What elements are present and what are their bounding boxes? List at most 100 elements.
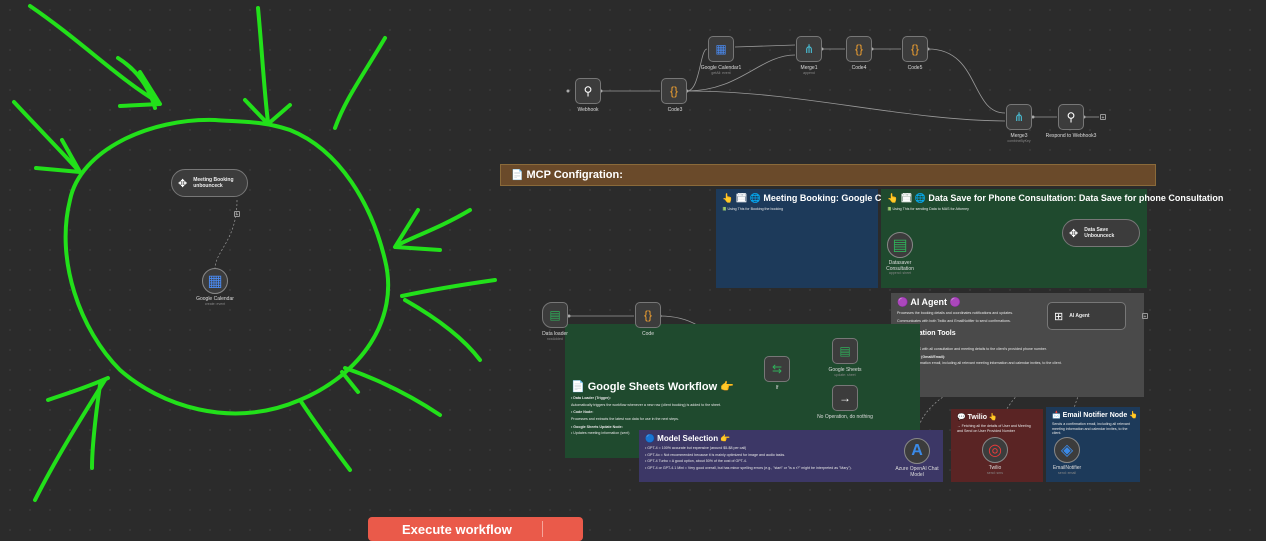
sticky-line: Sends a confirmation email, including al… [897,361,1062,366]
node-line: unbounceck [193,183,223,189]
add-node-plus-icon[interactable]: + [1100,114,1106,121]
respond-webhook3-node[interactable]: ⚲ [1058,104,1084,130]
node-line: Data Save [1084,226,1109,233]
azure-openai-chat-model-node[interactable]: A [904,438,930,464]
annotation-arrow [400,278,497,298]
annotation-arrow [243,98,292,126]
sticky-line: • GPT-4o = Not recommended because it is… [645,452,786,457]
edge-meeting-calendar [214,199,238,269]
node-label: Google Calendar [196,296,234,302]
sticky-ai-agent[interactable]: 🟣 AI Agent 🟣 Processes the booking detai… [891,293,1144,397]
arrow-right-icon: → [839,391,851,405]
sticky-title: 💬 Twilio 👆 [957,414,998,421]
add-node-plus-icon[interactable]: + [234,211,240,218]
if-node[interactable]: ⇆ [764,356,790,382]
edge-code3-calendar1 [686,48,708,92]
sticky-line: Sends a confirmation email, including al… [1052,422,1130,436]
sticky-title: 👆 🗓 🌐 Data Save for Phone Consultation: … [887,193,1224,203]
node-label: Webhook [577,107,599,113]
datasaver-consultation-node[interactable]: ▤ [887,232,913,258]
annotation-arrow [393,208,442,252]
node-sub: create: event [204,302,226,306]
webhook-node[interactable]: ⚲ [575,78,601,104]
email-notifier-node[interactable]: ◈ [1054,437,1080,463]
sticky-line: Automatically triggers the workflow when… [571,402,722,407]
node-label: EmailNotifier [1052,465,1082,471]
sticky-line: → Fetching all the details of User and M… [957,424,1031,433]
edge-calendar1-merge1 [734,44,796,48]
edge-code3-merge3 [686,90,1006,122]
webhook-icon: ⚲ [1066,110,1076,124]
no-operation-node[interactable]: → [832,385,858,411]
add-node-plus-icon[interactable]: + [1142,313,1148,320]
code-node[interactable]: {} [635,302,661,328]
annotation-arrow [403,298,482,362]
node-label: Code3 [667,107,683,113]
node-label: Twilio [988,465,1002,471]
code4-node[interactable]: {} [846,36,872,62]
annotation-arrow [116,56,157,110]
annotation-arrow [118,70,162,108]
node-label: Data loader [542,331,568,337]
sticky-line: • Data Loader (Trigger): [571,396,611,400]
sticky-line: Email Notifier (Gmail/Email): [897,354,946,359]
node-label: Merge1 [800,65,818,71]
annotation-arrow [256,6,270,124]
execute-workflow-button[interactable]: Execute workflow [368,517,583,541]
google-calendar-icon: ▦ [207,273,223,290]
annotation-arrow [333,36,387,130]
google-calendar-tool-node[interactable]: ▦ [202,268,228,294]
code5-node[interactable]: {} [902,36,928,62]
webhook-icon: ⚲ [583,84,593,98]
google-sheets-node[interactable]: ▤ [832,338,858,364]
sticky-line: Processes and extracts the latest row da… [571,417,679,422]
mcp-trigger-icon: ✥ [178,177,188,190]
annotation-arrow [12,100,80,172]
sticky-line: • Updates meeting information (sent) [571,431,630,436]
google-calendar1-node[interactable]: ▦ [708,36,734,62]
node-sub: getAll: event [711,71,731,75]
mcp-config-banner[interactable]: 📄 MCP Configration: [500,164,1156,186]
mcp-trigger-icon: ✥ [1069,227,1079,240]
google-sheets-icon: ▤ [839,344,851,358]
annotation-arrow [28,4,160,104]
document-icon: 📄 [511,170,524,181]
node-sub: update: sheet [834,373,856,377]
sticky-title: 📩 Email Notifier Node 👆 [1052,412,1138,419]
annotation-arrow [34,138,82,174]
banner-title: MCP Configration: [526,169,623,181]
node-label: Datasaver Consultation [886,260,914,272]
sticky-line: Communicates with both Twilio and EmailN… [897,318,1011,323]
code3-node[interactable]: {} [661,78,687,104]
data-loader-node[interactable]: ▤ [542,302,568,328]
edge-code5-merge3 [927,48,1006,114]
sticky-line: 📗 Using This for Booking the booking [722,207,784,211]
node-label: Merge3 [1010,133,1028,139]
sticky-line: • GPT-4 Turbo = A good option, about 50%… [645,459,747,464]
merge1-node[interactable]: ⋔ [796,36,822,62]
annotation-arrow [90,383,102,470]
google-sheets-icon: ▤ [549,308,561,322]
google-sheets-icon: ▤ [892,237,908,254]
twilio-node[interactable]: ◎ [982,437,1008,463]
code-braces-icon: {} [910,42,919,56]
execute-workflow-label: Execute workflow [402,522,512,537]
annotation-arrow [394,208,472,248]
sticky-title: 👆 🗓 🌐 Meeting Booking: Google Calendar 👉 [722,193,928,203]
node-sub: append: sheet [888,271,912,275]
edge-code3-merge1 [686,54,796,92]
merge-icon: ⋔ [803,42,815,56]
code-braces-icon: {} [643,308,652,322]
azure-icon: A [911,442,923,459]
annotation-arrow [343,366,442,417]
code-braces-icon: {} [854,42,863,56]
sticky-meeting-booking[interactable]: 👆 🗓 🌐 Meeting Booking: Google Calendar 👉… [716,189,928,288]
ai-agent-node[interactable]: ⊞ AI Agent [1047,302,1126,330]
node-sub: rowAdded [547,337,563,341]
sticky-model-selection[interactable]: 🔵 Model Selection 👉 • GPT-4 = 100% accur… [639,430,943,482]
robot-icon: ⊞ [1054,310,1064,323]
merge3-node[interactable]: ⋔ [1006,104,1032,130]
